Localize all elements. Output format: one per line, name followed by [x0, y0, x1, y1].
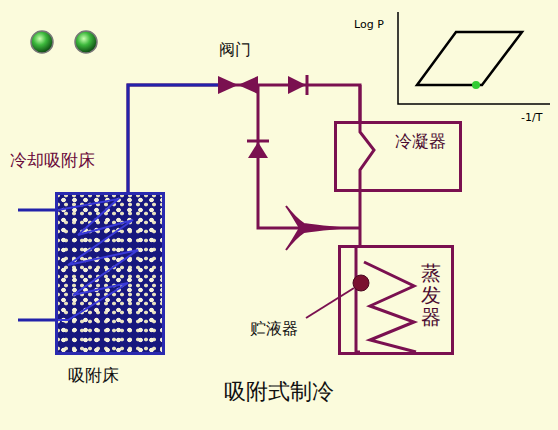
valve-label: 阀门 [219, 41, 251, 59]
state-dot [472, 81, 480, 89]
indicator-led [75, 31, 97, 53]
indicator-led [31, 31, 53, 53]
cycle-parallelogram [417, 32, 522, 85]
bed-status-label: 冷却吸附床 [10, 151, 95, 170]
check-valve [247, 140, 269, 143]
throttle-valve [286, 206, 340, 250]
bed-label: 吸附床 [68, 366, 119, 385]
pipe-connector [128, 85, 360, 192]
pipe-line [359, 192, 362, 245]
bypass-pipe [258, 85, 360, 228]
evaporator-box: 蒸发器 [338, 245, 454, 355]
pipe-line [128, 85, 360, 192]
coolant-wire [18, 209, 56, 212]
check-valve [306, 75, 309, 95]
condenser-pipe [360, 85, 374, 192]
reservoir-label: 贮液器 [250, 320, 298, 338]
liquid-reservoir [353, 275, 369, 291]
chart-axes [398, 12, 550, 104]
diagram-title: 吸附式制冷 [0, 380, 558, 404]
coil-line [58, 199, 138, 320]
evaporator-label: 蒸发器 [421, 262, 441, 328]
evaporator-coil [364, 262, 416, 352]
leader-line [306, 288, 354, 318]
check-valve [248, 142, 268, 158]
valve-symbol [238, 76, 258, 94]
pipe-connector [360, 192, 361, 245]
evaporator-pipe [356, 245, 360, 352]
check-valve [288, 76, 306, 94]
axis-label: Log P [354, 19, 384, 31]
valve-symbol [218, 76, 238, 94]
condenser-box: 冷凝器 [334, 121, 462, 192]
vapour-pipe [128, 85, 218, 192]
cooling-coil [58, 195, 162, 352]
adsorption-bed: 吸附床 [55, 192, 165, 355]
axis-label: -1/T [521, 112, 542, 124]
condenser-label: 冷凝器 [395, 132, 446, 151]
coolant-wire [18, 319, 56, 322]
